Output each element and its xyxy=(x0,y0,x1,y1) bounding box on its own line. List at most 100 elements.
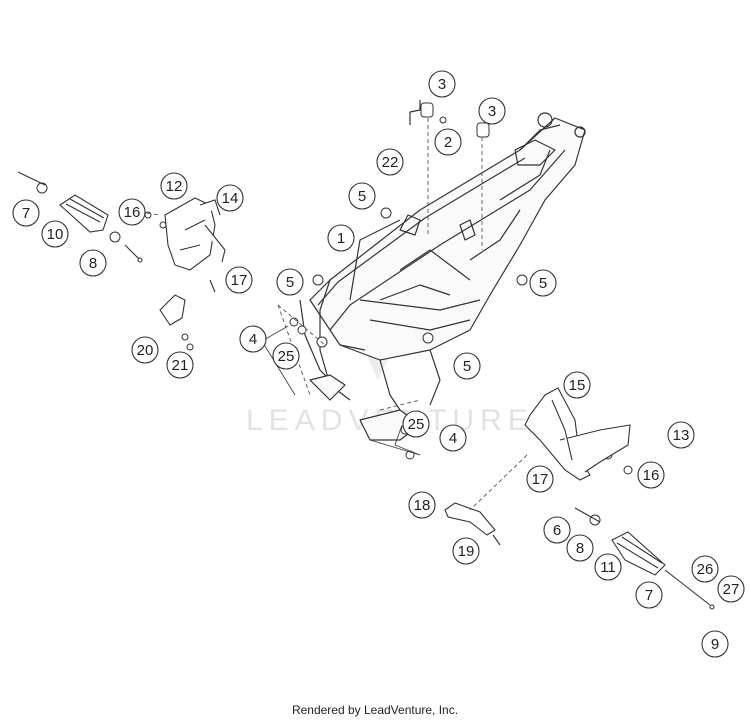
callout-number: 19 xyxy=(458,543,475,560)
callout-number: 17 xyxy=(532,471,549,488)
callout-number: 7 xyxy=(22,205,30,222)
left-footpeg-bracket xyxy=(159,197,226,326)
callout-number: 25 xyxy=(408,416,425,433)
callout-number: 17 xyxy=(231,272,248,289)
callout-circle xyxy=(667,421,695,449)
callout-7: 7 xyxy=(12,199,40,227)
callout-circle xyxy=(594,553,622,581)
callout-circle xyxy=(348,182,376,210)
callout-number: 16 xyxy=(124,204,141,221)
callout-circle xyxy=(276,268,304,296)
callout-circle xyxy=(637,461,665,489)
callout-circle xyxy=(327,224,355,252)
callout-circle xyxy=(376,148,404,176)
callout-21: 21 xyxy=(166,351,194,379)
callout-circle xyxy=(402,410,430,438)
callout-7: 7 xyxy=(635,581,663,609)
callout-circle xyxy=(408,491,436,519)
callout-4: 4 xyxy=(239,325,267,353)
callout-5: 5 xyxy=(348,182,376,210)
callout-16: 16 xyxy=(637,461,665,489)
callout-circle xyxy=(225,266,253,294)
callout-number: 5 xyxy=(286,274,294,291)
callout-number: 13 xyxy=(673,427,690,444)
callout-number: 3 xyxy=(488,103,496,120)
callout-17: 17 xyxy=(225,266,253,294)
callout-14: 14 xyxy=(216,184,244,212)
callout-circle xyxy=(131,336,159,364)
callout-1: 1 xyxy=(327,224,355,252)
render-credit: Rendered by LeadVenture, Inc. xyxy=(291,703,459,717)
callout-circle xyxy=(717,575,745,603)
callout-circle xyxy=(478,97,506,125)
callout-circle xyxy=(439,424,467,452)
callout-26: 26 xyxy=(691,555,719,583)
callout-circle xyxy=(428,70,456,98)
callout-8: 8 xyxy=(79,249,107,277)
callout-number: 22 xyxy=(382,154,399,171)
callout-18: 18 xyxy=(408,491,436,519)
callout-circle xyxy=(166,351,194,379)
callout-number: 9 xyxy=(711,636,719,653)
callout-number: 21 xyxy=(172,357,189,374)
callout-circle xyxy=(453,352,481,380)
callout-6: 6 xyxy=(543,516,571,544)
callout-number: 10 xyxy=(47,226,64,243)
callout-circle xyxy=(563,371,591,399)
callout-circle xyxy=(566,534,594,562)
callout-number: 27 xyxy=(723,581,740,598)
callout-4: 4 xyxy=(439,424,467,452)
callout-number: 4 xyxy=(249,331,257,348)
callout-circle xyxy=(160,172,188,200)
callout-number: 5 xyxy=(463,358,471,375)
callout-number: 7 xyxy=(645,587,653,604)
callout-circle xyxy=(434,128,462,156)
callout-circle xyxy=(79,249,107,277)
callout-number: 8 xyxy=(89,255,97,272)
callout-number: 6 xyxy=(553,522,561,539)
callout-number: 1 xyxy=(337,230,345,247)
callout-number: 12 xyxy=(166,178,183,195)
callout-circle xyxy=(452,537,480,565)
callout-circle xyxy=(526,465,554,493)
callout-20: 20 xyxy=(131,336,159,364)
callout-3: 3 xyxy=(478,97,506,125)
callout-13: 13 xyxy=(667,421,695,449)
callout-16: 16 xyxy=(118,198,146,226)
leader-lines xyxy=(139,118,528,511)
callout-circle xyxy=(12,199,40,227)
callout-number: 5 xyxy=(539,275,547,292)
callout-25: 25 xyxy=(272,342,300,370)
callout-12: 12 xyxy=(160,172,188,200)
right-footpeg xyxy=(574,507,715,610)
callout-number: 16 xyxy=(643,467,660,484)
shift-link xyxy=(444,502,501,546)
callout-9: 9 xyxy=(701,630,729,658)
callout-number: 14 xyxy=(222,190,239,207)
callout-17: 17 xyxy=(526,465,554,493)
callout-number: 18 xyxy=(414,497,431,514)
callout-circle xyxy=(701,630,729,658)
callout-11: 11 xyxy=(594,553,622,581)
callout-number: 5 xyxy=(358,188,366,205)
callout-number: 20 xyxy=(137,342,154,359)
callout-10: 10 xyxy=(41,220,69,248)
callout-number: 3 xyxy=(438,76,446,93)
callout-5: 5 xyxy=(529,269,557,297)
callout-circle xyxy=(272,342,300,370)
callout-27: 27 xyxy=(717,575,745,603)
callout-number: 11 xyxy=(600,559,616,576)
callout-number: 15 xyxy=(569,377,586,394)
callout-number: 25 xyxy=(278,348,295,365)
callout-5: 5 xyxy=(276,268,304,296)
callout-number: 2 xyxy=(444,134,452,151)
callout-22: 22 xyxy=(376,148,404,176)
callout-8: 8 xyxy=(566,534,594,562)
callout-circle xyxy=(529,269,557,297)
callout-circle xyxy=(239,325,267,353)
callout-19: 19 xyxy=(452,537,480,565)
right-footpeg-bracket xyxy=(524,387,631,481)
callout-circle xyxy=(543,516,571,544)
